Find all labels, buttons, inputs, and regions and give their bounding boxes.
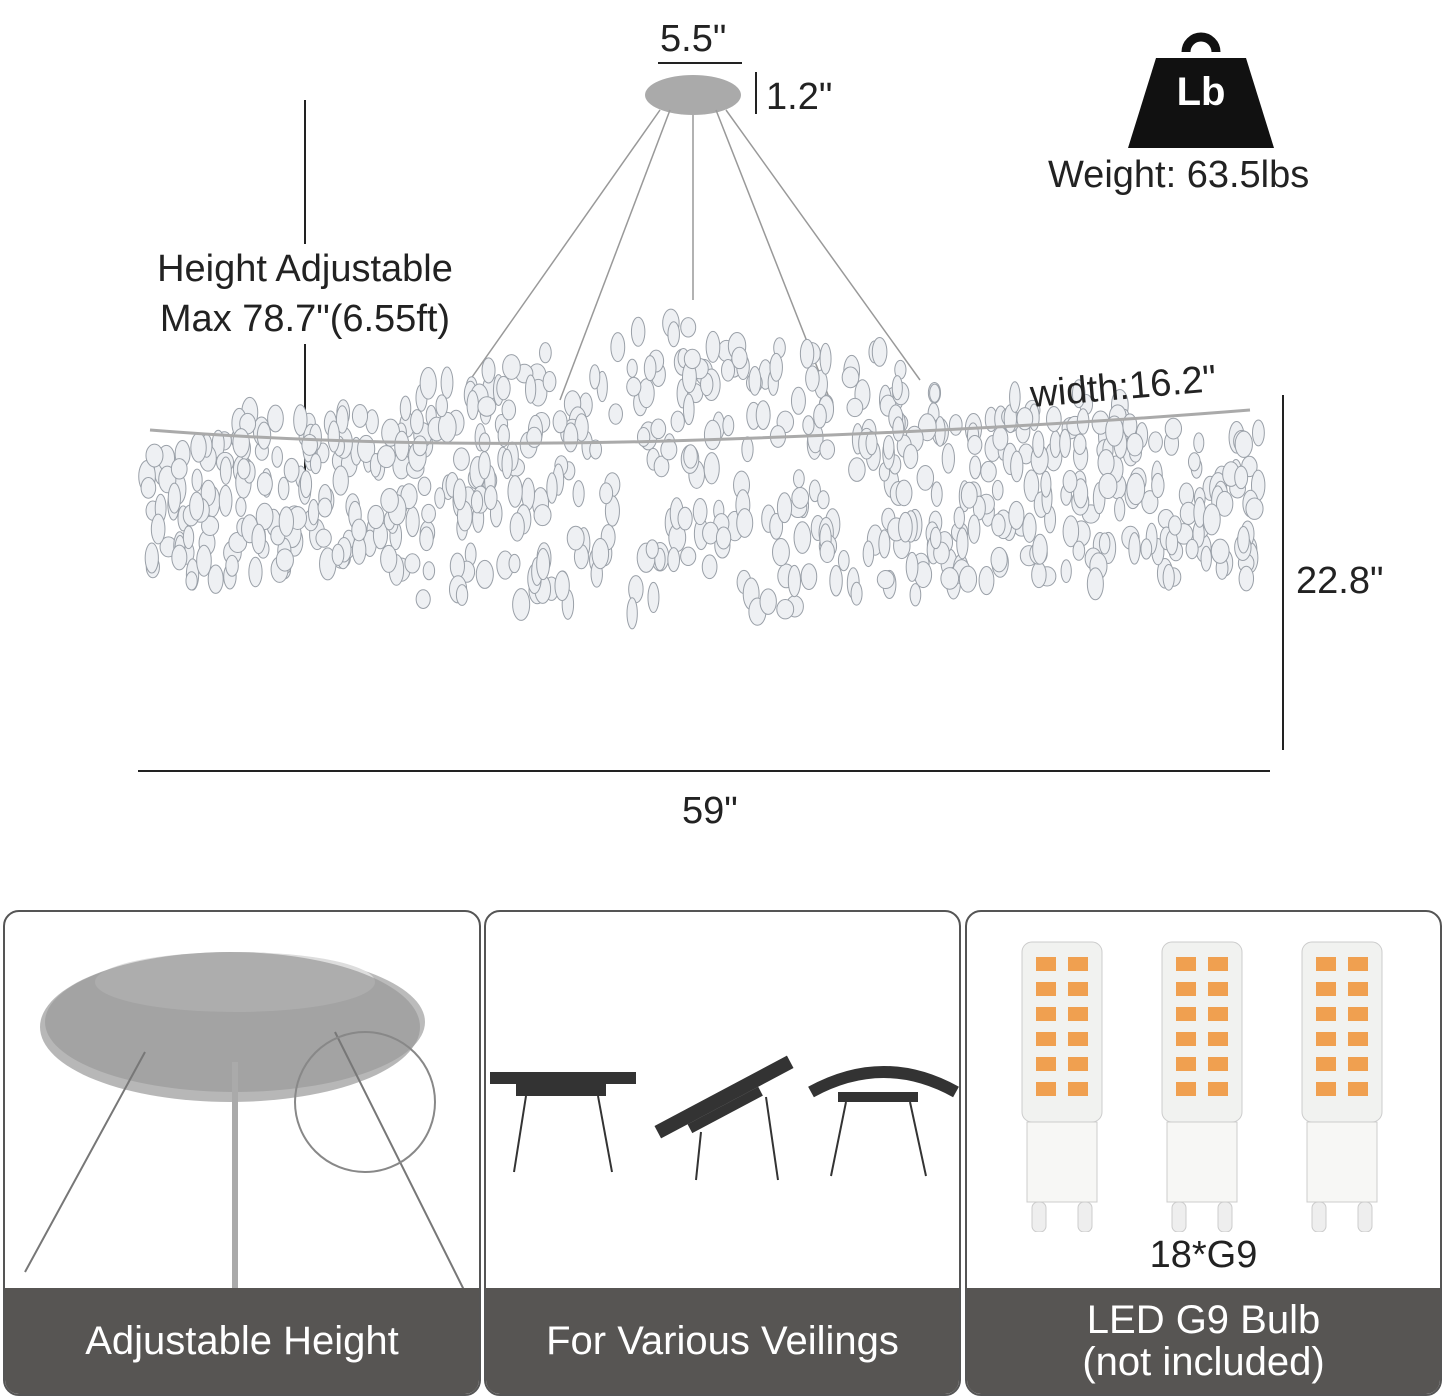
- ceiling-types-icon: [490, 1055, 959, 1181]
- canopy-diameter-line: [658, 62, 742, 64]
- canopy-height-label: 1.2": [766, 76, 833, 118]
- weight-label: Weight: 63.5lbs: [1048, 154, 1310, 196]
- height-adjustable-line2: Max 78.7"(6.55ft): [159, 298, 451, 340]
- panel-caption: For Various Veilings: [486, 1288, 959, 1394]
- canopy-closeup-image: [24, 952, 466, 1292]
- weight-icon-text: Lb: [1176, 70, 1226, 114]
- height-adjustable-label: Height Adjustable Max 78.7"(6.55ft): [120, 244, 490, 344]
- chandelier-image: [138, 75, 1266, 630]
- caption-line2: (not included): [1082, 1340, 1325, 1384]
- height-adjustable-line1: Height Adjustable: [157, 248, 453, 290]
- caption-line1: LED G9 Bulb: [1086, 1298, 1321, 1342]
- height-label: 22.8": [1296, 560, 1384, 602]
- weight-icon: Lb: [1128, 30, 1274, 148]
- panel-adjustable-height: Adjustable Height: [3, 910, 481, 1396]
- panel-various-ceilings: For Various Veilings: [484, 910, 961, 1396]
- g9-bulb-image: [1021, 941, 1383, 1232]
- panel-caption: LED G9 Bulb(not included): [967, 1288, 1440, 1394]
- panel-led-bulb: 18*G9 LED G9 Bulb(not included): [965, 910, 1442, 1396]
- panel-caption: Adjustable Height: [5, 1288, 479, 1394]
- canopy-diameter-label: 5.5": [660, 18, 727, 60]
- length-label: 59": [682, 790, 738, 832]
- height-line: [1282, 395, 1284, 750]
- length-line: [138, 770, 1270, 772]
- bulb-count-label: 18*G9: [1149, 1234, 1258, 1276]
- canopy-height-line: [755, 72, 757, 114]
